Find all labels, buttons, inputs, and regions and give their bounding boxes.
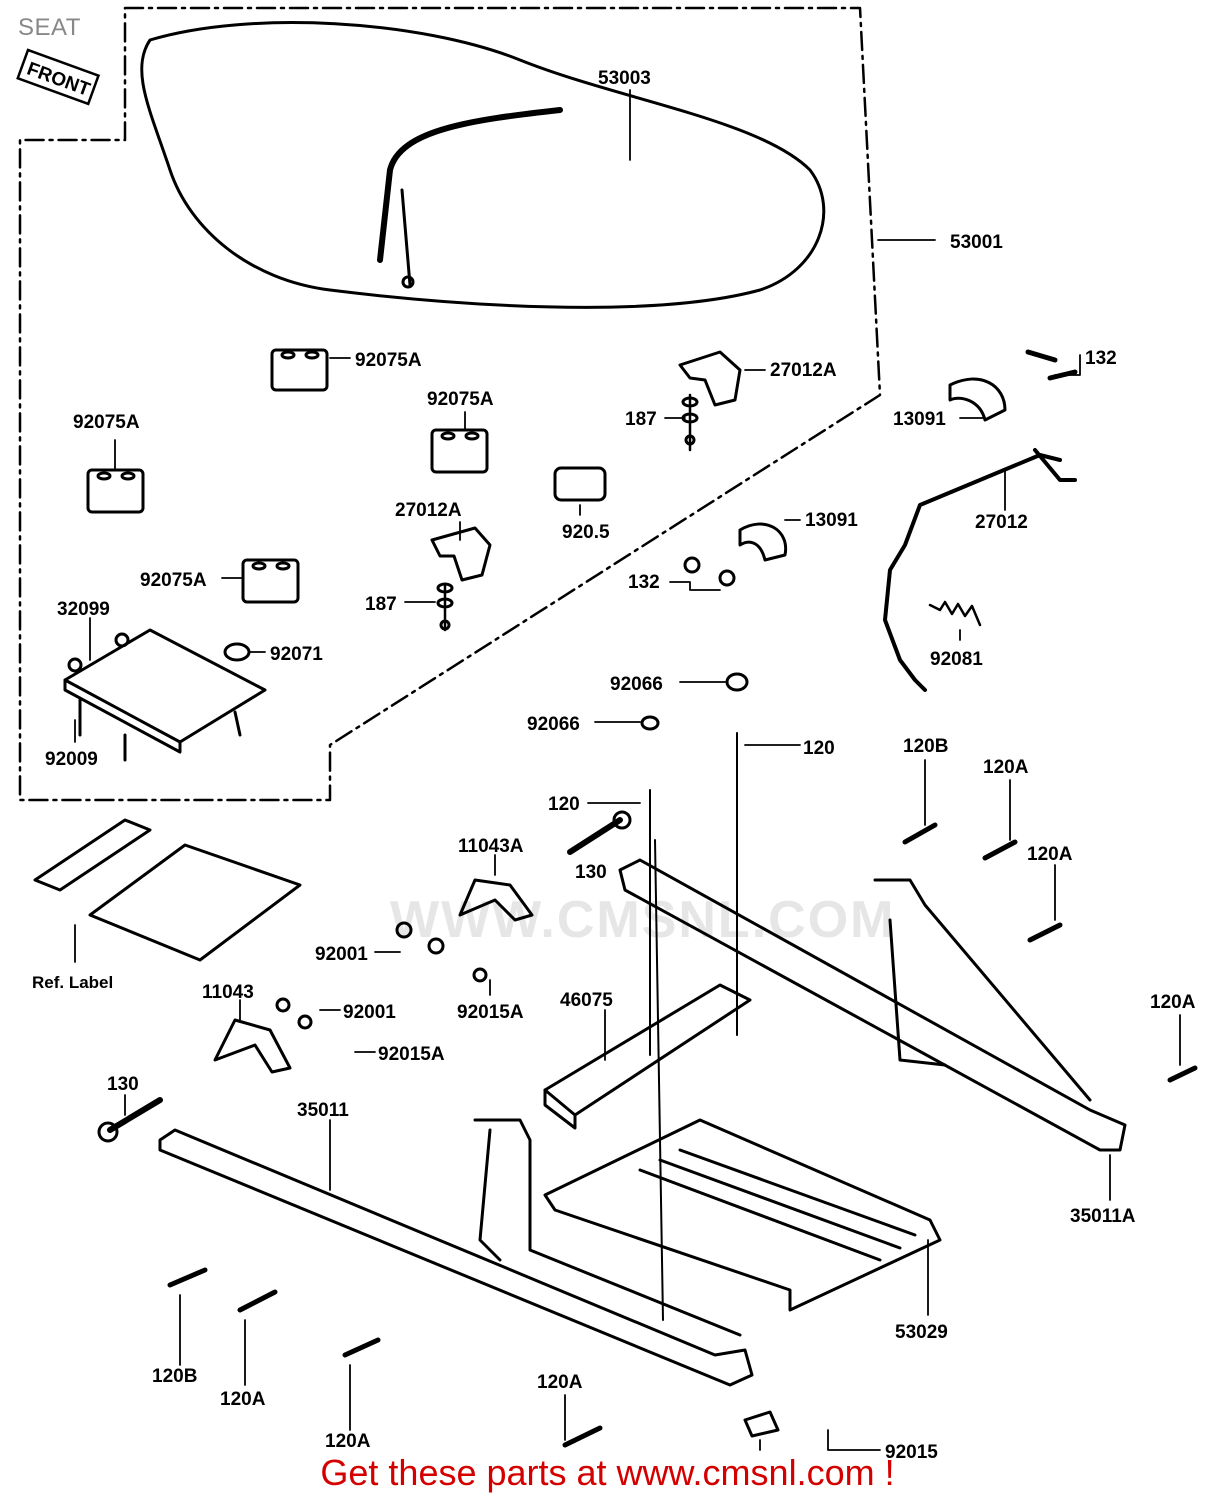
callout-120A-1: 120A bbox=[983, 757, 1029, 778]
callout-130-2: 130 bbox=[107, 1074, 139, 1095]
callout-92075A-3: 92075A bbox=[73, 412, 140, 433]
callout-32099: 32099 bbox=[57, 599, 110, 620]
hinge-plate-13091-mid bbox=[738, 522, 788, 562]
callout-92081: 92081 bbox=[930, 649, 983, 670]
callout-53029: 53029 bbox=[895, 1322, 948, 1343]
footer-cta-link[interactable]: Get these parts at www.cmsnl.com ! bbox=[320, 1452, 895, 1493]
callout-120A-5: 120A bbox=[325, 1431, 371, 1452]
bracket-27012A-mid bbox=[430, 526, 492, 582]
callout-132-2: 132 bbox=[628, 572, 660, 593]
spring-92081 bbox=[928, 600, 982, 627]
callout-92001-1: 92001 bbox=[315, 944, 368, 965]
callout-120A-2: 120A bbox=[1027, 844, 1073, 865]
callout-11043A: 11043A bbox=[458, 836, 524, 857]
callout-53001: 53001 bbox=[950, 232, 1003, 253]
callout-130-1: 130 bbox=[575, 862, 607, 883]
callout-120A-4: 120A bbox=[220, 1389, 266, 1410]
assembly-boundary bbox=[18, 6, 882, 802]
ref-label-caption: Ref. Label bbox=[32, 973, 113, 992]
callout-53003: 53003 bbox=[598, 68, 651, 89]
callout-35011: 35011 bbox=[297, 1100, 349, 1121]
callout-92001-2: 92001 bbox=[343, 1002, 396, 1023]
callout-92075A-1: 92075A bbox=[355, 350, 422, 371]
seat-body bbox=[140, 21, 826, 309]
callout-11043: 11043 bbox=[202, 982, 254, 1003]
bracket-27012A-top bbox=[678, 350, 742, 407]
callout-13091-2: 13091 bbox=[805, 510, 858, 531]
callout-132-1: 132 bbox=[1085, 348, 1117, 369]
bracket-11043 bbox=[213, 1018, 292, 1074]
callout-27012A-1: 27012A bbox=[770, 360, 837, 381]
callout-46075: 46075 bbox=[560, 990, 613, 1011]
callout-35011A: 35011A bbox=[1070, 1206, 1136, 1227]
callout-92015A-2: 92015A bbox=[378, 1044, 445, 1065]
callout-92075A-4: 92075A bbox=[140, 570, 207, 591]
ref-label-plate bbox=[33, 818, 152, 892]
front-badge-text: FRONT bbox=[24, 59, 93, 101]
callout-27012: 27012 bbox=[975, 512, 1028, 533]
callout-120A-6: 120A bbox=[537, 1372, 583, 1393]
seat-base-53029 bbox=[543, 1118, 942, 1312]
callout-920x5: 920.5 bbox=[562, 522, 610, 543]
tool-tray-32099 bbox=[63, 628, 267, 744]
callout-92071: 92071 bbox=[270, 644, 323, 665]
callout-92009: 92009 bbox=[45, 749, 98, 770]
callout-120-2: 120 bbox=[548, 794, 580, 815]
damper-5 bbox=[553, 466, 607, 502]
frame-rail-35011 bbox=[158, 1128, 754, 1387]
page-title: SEAT bbox=[18, 14, 81, 41]
callout-120B-1: 120B bbox=[903, 736, 948, 757]
frame-rail-35011A bbox=[618, 858, 1127, 1152]
callout-13091-1: 13091 bbox=[893, 409, 946, 430]
callout-92015: 92015 bbox=[885, 1442, 938, 1463]
hinge-plate-13091-top bbox=[948, 377, 1007, 422]
callout-92015A-1: 92015A bbox=[457, 1002, 524, 1023]
callout-92066-2: 92066 bbox=[527, 714, 580, 735]
callout-187-2: 187 bbox=[365, 594, 397, 615]
damper-3 bbox=[86, 468, 145, 514]
damper-1 bbox=[270, 348, 329, 392]
callout-120-1: 120 bbox=[803, 738, 835, 759]
callout-187-1: 187 bbox=[625, 409, 657, 430]
bracket-11043A bbox=[458, 878, 534, 922]
lock-wire-27012 bbox=[883, 453, 1062, 692]
front-badge: FRONT bbox=[16, 48, 101, 106]
callout-92075A-2: 92075A bbox=[427, 389, 494, 410]
callout-120A-3: 120A bbox=[1150, 992, 1196, 1013]
callout-92066-1: 92066 bbox=[610, 674, 663, 695]
crossbar-46075 bbox=[543, 983, 752, 1117]
damper-2 bbox=[430, 428, 489, 474]
seat-strap bbox=[377, 107, 563, 263]
callout-120B-2: 120B bbox=[152, 1366, 197, 1387]
damper-4 bbox=[241, 558, 300, 604]
callout-27012A-2: 27012A bbox=[395, 500, 462, 521]
